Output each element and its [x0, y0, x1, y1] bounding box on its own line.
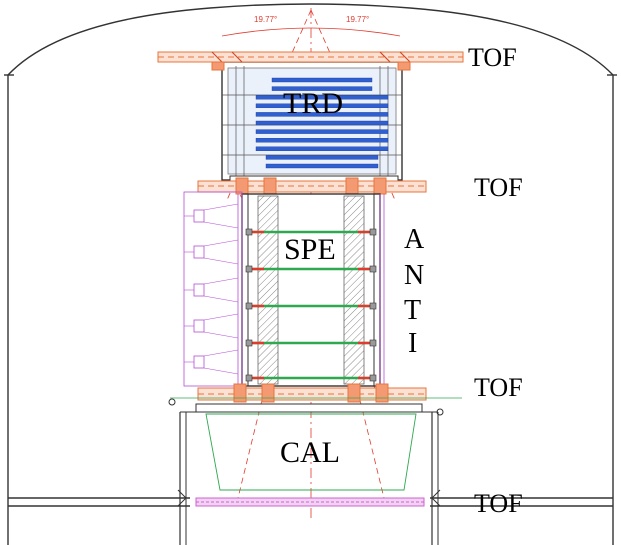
spe-plane — [245, 339, 377, 347]
calorimeter — [168, 398, 444, 545]
trd-detector — [221, 61, 403, 183]
trd-layer — [265, 163, 379, 169]
label-anti-t: T — [404, 295, 421, 326]
label-anti-i: I — [408, 328, 417, 359]
outer-enclosure — [4, 3, 617, 545]
spe-tracker-planes — [245, 228, 377, 382]
spe-magnet-right — [343, 195, 365, 385]
label-anti-a: A — [404, 224, 425, 255]
trd-layer — [255, 112, 389, 117]
anti-pmt — [184, 239, 239, 265]
anti-counter — [183, 191, 385, 387]
trd-layer — [255, 146, 389, 152]
label-trd: TRD — [283, 87, 343, 120]
anti-pmt — [184, 313, 239, 339]
spe-plane — [245, 302, 377, 310]
label-anti-n: N — [404, 260, 424, 291]
spe-plane — [245, 265, 377, 273]
tof-2-counter — [197, 177, 427, 195]
spe-plane — [245, 374, 377, 382]
trd-layer — [255, 129, 389, 134]
trd-layer — [255, 137, 389, 143]
anti-pmt — [184, 349, 239, 375]
tof-3-counter — [197, 383, 427, 403]
label-tof-4: TOF — [474, 489, 523, 518]
trd-layer — [265, 155, 379, 160]
tof-4-counter — [195, 497, 425, 507]
angle-label-right: 19.77° — [346, 15, 369, 24]
trd-layer — [271, 77, 373, 83]
label-tof-2: TOF — [474, 173, 523, 202]
spe-magnet-left — [257, 195, 279, 385]
tof-1-counter — [157, 51, 464, 71]
label-cal: CAL — [280, 436, 340, 469]
anti-pmt — [184, 203, 239, 229]
anti-pmt — [184, 277, 239, 303]
trd-layer — [255, 103, 389, 109]
trd-layer — [271, 86, 373, 91]
spectrometer — [241, 193, 381, 387]
angle-label-left: 19.77° — [254, 15, 277, 24]
label-spe: SPE — [284, 233, 336, 266]
trd-straw-layers — [255, 77, 389, 169]
spe-plane — [245, 228, 377, 236]
trd-layer — [255, 120, 389, 126]
label-tof-3: TOF — [474, 373, 523, 402]
trd-layer — [255, 94, 389, 100]
label-tof-1: TOF — [468, 43, 517, 72]
enclosure-dome — [7, 3, 614, 76]
anti-pmts — [184, 203, 239, 375]
